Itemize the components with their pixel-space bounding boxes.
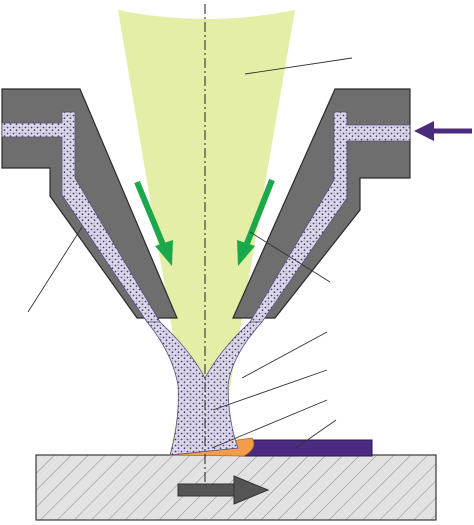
powder-flow-arrow-right <box>237 178 275 266</box>
clad-track <box>239 439 373 457</box>
leader-melt-pool <box>211 399 328 449</box>
leader-focus <box>212 369 328 411</box>
laser-beam <box>118 10 295 455</box>
leader-laser-beam <box>244 57 353 75</box>
powder-feed-arrow <box>414 121 472 141</box>
leader-powder-stream <box>241 331 328 379</box>
powder-flow-arrow-left <box>134 180 173 266</box>
leader-nozzle <box>27 226 83 313</box>
leader-powder-channel <box>249 231 331 283</box>
substrate-motion-arrow <box>177 475 270 505</box>
leader-lines <box>27 57 353 449</box>
leader-clad-track <box>295 419 337 449</box>
